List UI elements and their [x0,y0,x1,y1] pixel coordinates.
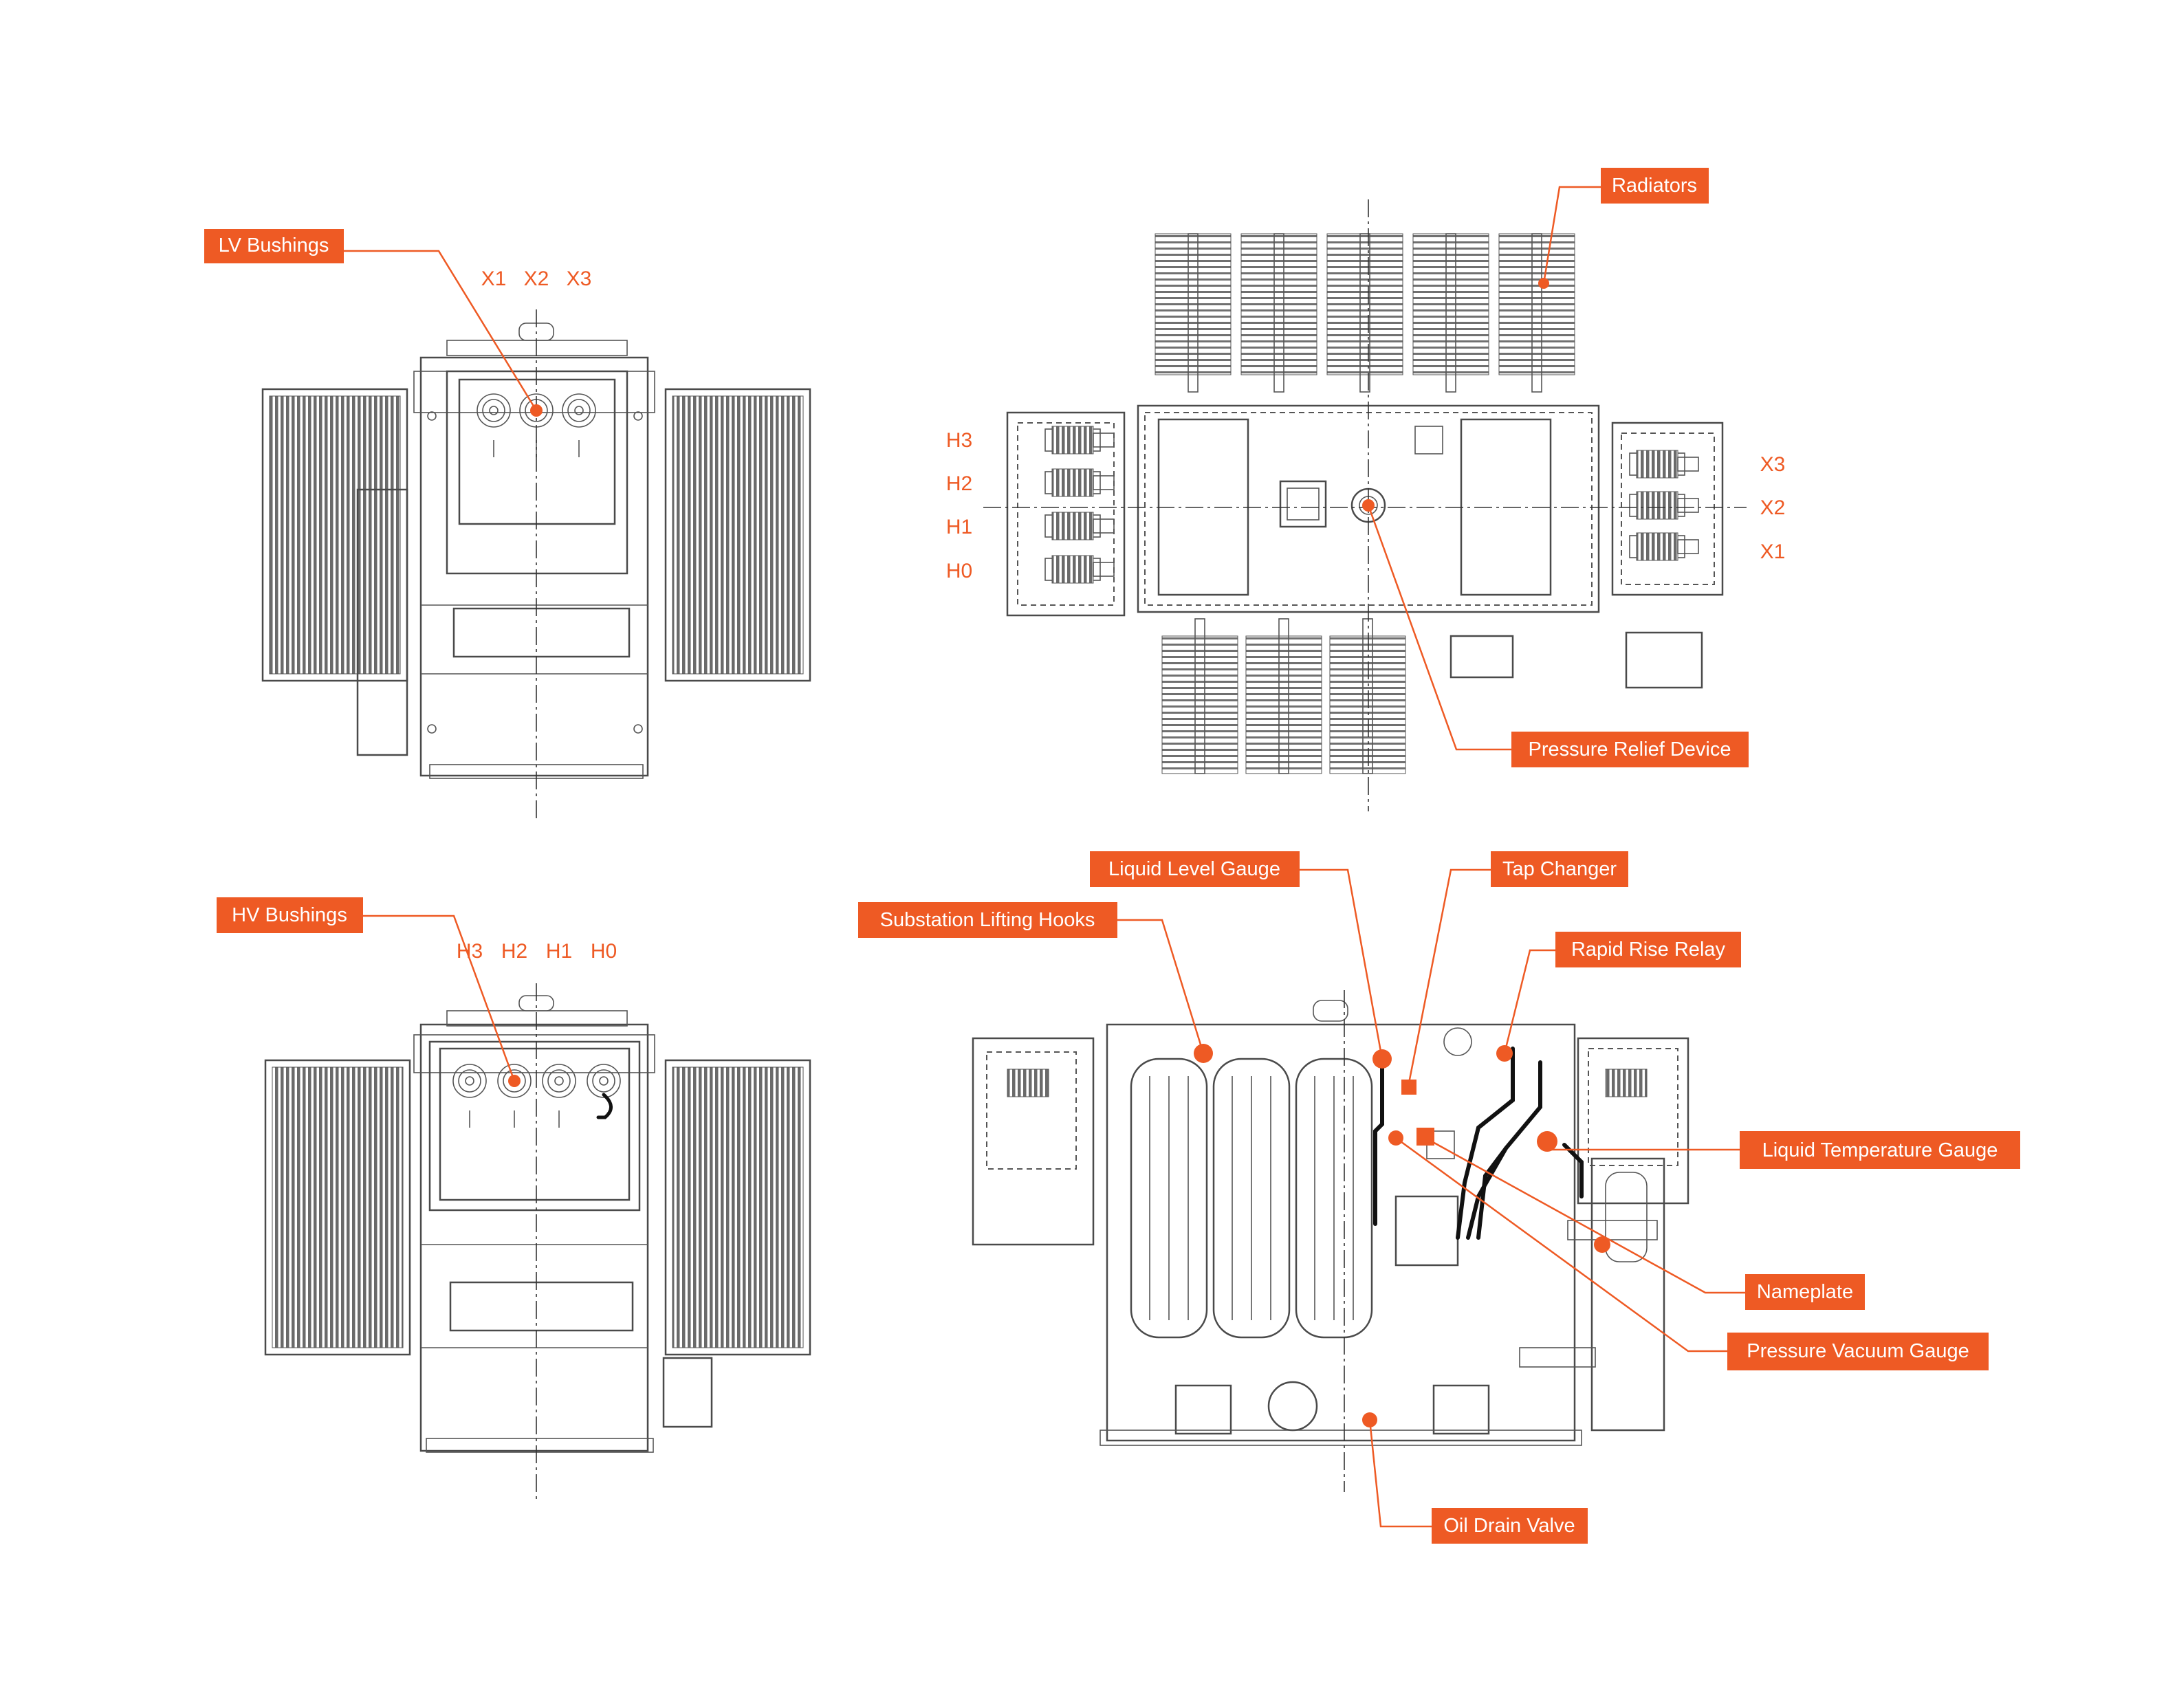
lv-front-view [261,309,811,822]
lower-radiators [1161,618,1406,774]
top-lv-terminal-label: X3 [1760,453,1786,476]
top-hv-terminal-label: H3 [946,429,972,452]
rapid-rise-relay-label: Rapid Rise Relay [1571,939,1726,961]
hv-terminal-label: H0 [591,940,617,963]
terminal-labels: X1 X2 X3 H3 H2 H1 H0 H3 H2 H1 H0 X3 X2 X… [457,267,1786,963]
lv-bushings-tag [204,229,344,263]
hv-terminal-label: H3 [457,940,483,963]
top-hv-terminal-label: H2 [946,472,972,495]
top-lv-terminal-label: X2 [1760,496,1786,519]
hv-terminal-label: H1 [546,940,572,963]
tap-changer-tag [1491,851,1628,887]
nameplate-tag [1745,1274,1865,1310]
side-radiators [1130,1058,1373,1339]
oil-drain-valve-label: Oil Drain Valve [1443,1515,1575,1537]
hv-terminal-label: H2 [501,940,527,963]
rapid-rise-relay-tag [1555,932,1741,967]
component-markers [1194,1044,1610,1427]
substation-lifting-hooks-label: Substation Lifting Hooks [880,909,1095,931]
top-hv-terminal-label: H0 [946,560,972,582]
control-cables [1373,1047,1584,1240]
lv-bushings-label: LV Bushings [219,234,329,256]
radiators-tag [1601,168,1709,204]
callout-labels: LV Bushings HV Bushings Radiators Pressu… [204,168,2020,1544]
upper-radiators [1155,233,1575,393]
tap-changer-label: Tap Changer [1502,858,1617,880]
liquid-level-gauge-label: Liquid Level Gauge [1108,858,1280,880]
hv-bushings-tag [217,897,363,933]
pressure-relief-device-tag [1511,732,1749,767]
side-elevation-view [972,990,1689,1492]
top-lv-terminal-label: X1 [1760,540,1786,563]
liquid-temperature-gauge-tag [1740,1131,2020,1169]
oil-drain-valve-tag [1432,1508,1588,1544]
lv-terminal-label: X1 [481,267,507,290]
lv-terminal-label: X2 [524,267,549,290]
pressure-vacuum-gauge-tag [1727,1333,1989,1370]
hv-front-view [264,983,811,1499]
liquid-temperature-gauge-label: Liquid Temperature Gauge [1762,1139,1998,1161]
lv-terminal-label: X3 [567,267,592,290]
top-plan-view [983,199,1747,811]
top-hv-terminal-label: H1 [946,516,972,538]
radiators-label: Radiators [1612,175,1697,197]
nameplate-label: Nameplate [1757,1281,1853,1303]
pressure-relief-device-label: Pressure Relief Device [1529,738,1731,760]
pressure-vacuum-gauge-label: Pressure Vacuum Gauge [1747,1340,1969,1362]
substation-lifting-hooks-tag [858,902,1117,938]
hv-bushings-label: HV Bushings [232,904,347,926]
liquid-level-gauge-tag [1090,851,1300,887]
callout-leaders [344,186,1745,1528]
